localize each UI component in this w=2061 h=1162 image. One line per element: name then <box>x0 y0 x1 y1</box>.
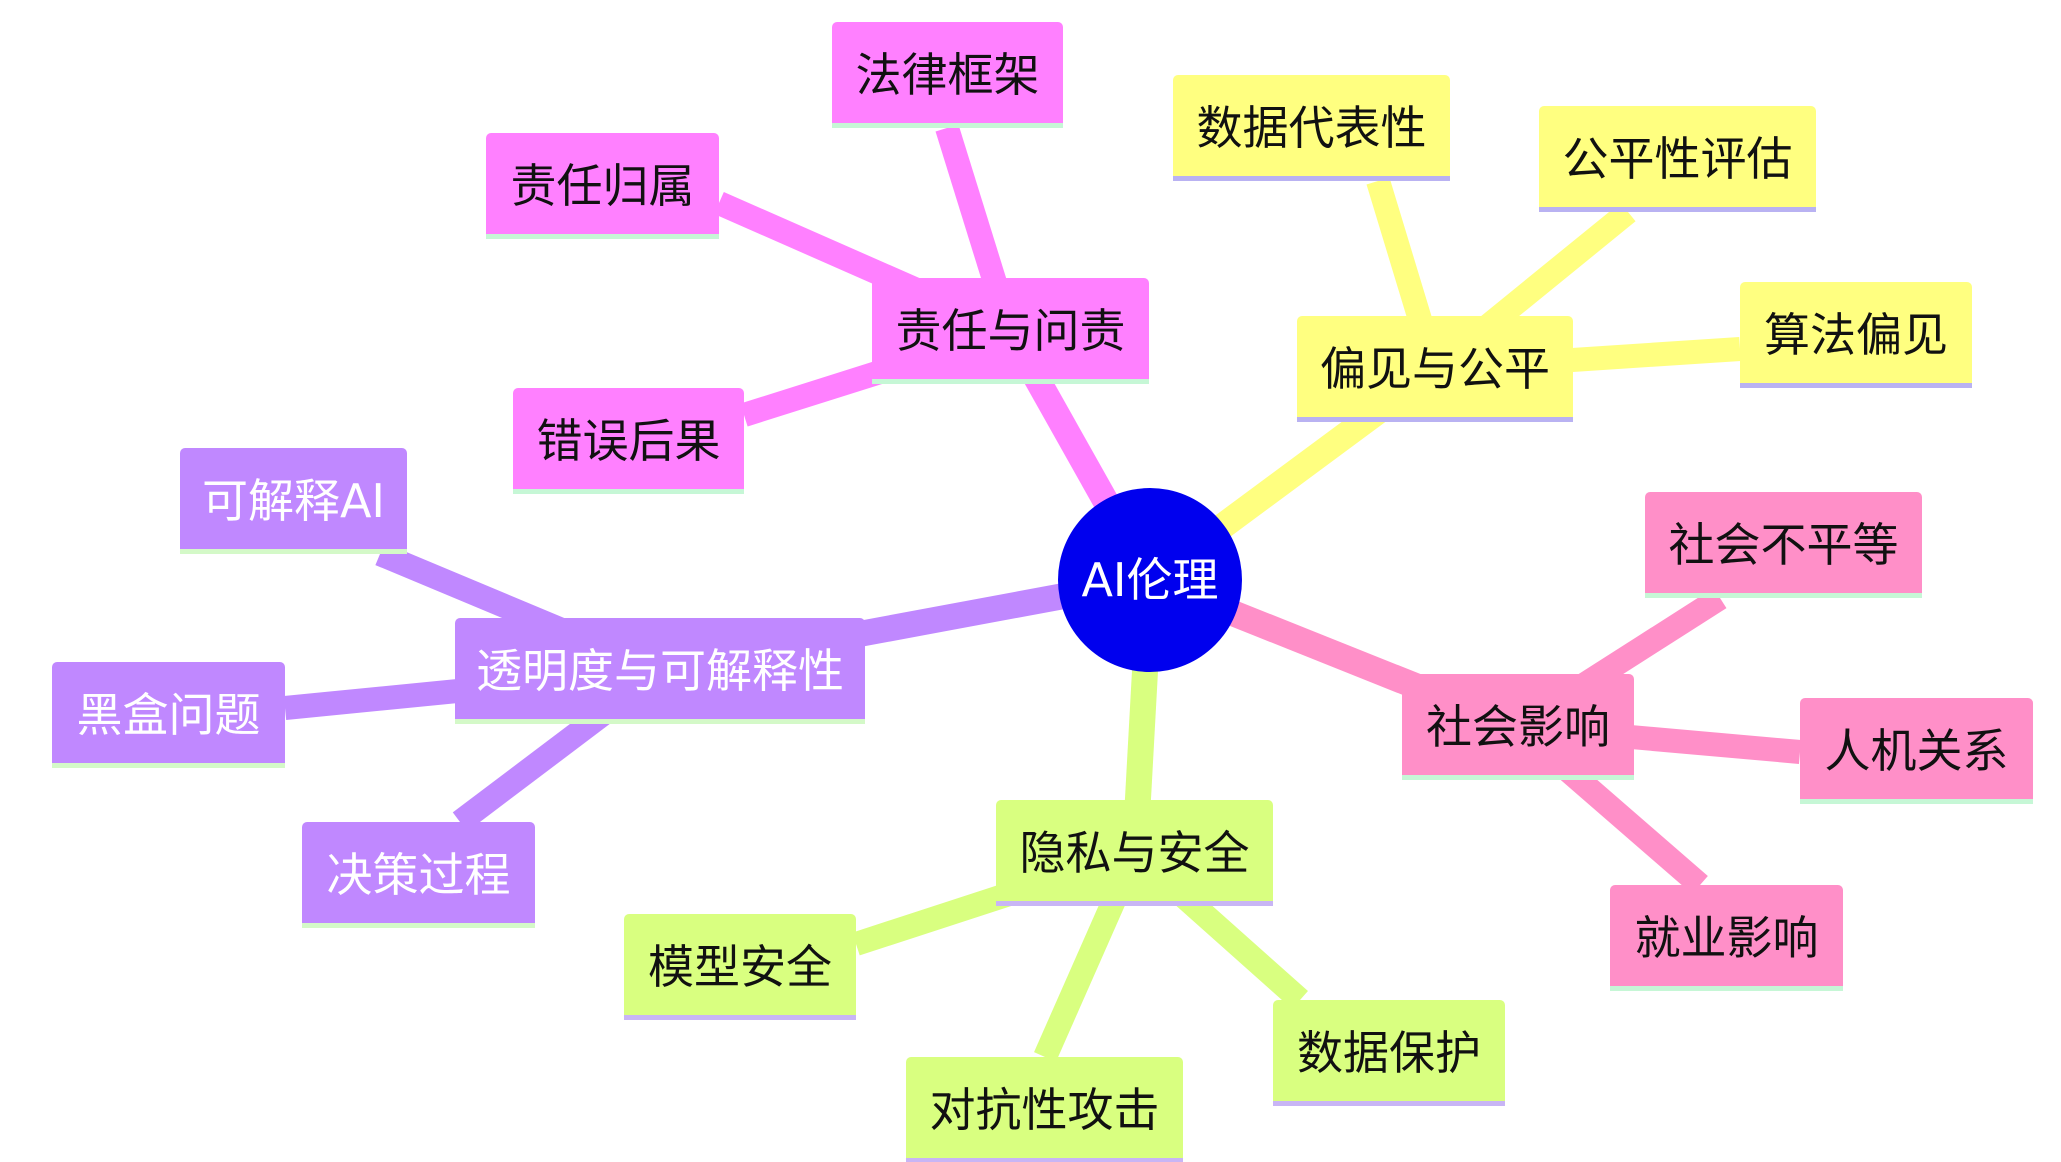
leaf-node-1-1-box <box>832 22 1063 128</box>
leaf-node-4-3-label: 数据保护 <box>1297 1026 1481 1080</box>
leaf-node-2-1-label: 数据代表性 <box>1197 101 1427 155</box>
root-label: AI伦理 <box>1081 553 1218 607</box>
leaf-node-3-1-box <box>1645 492 1922 598</box>
leaf-node-2-2-label: 公平性评估 <box>1563 132 1793 186</box>
leaf-node-1-3[interactable]: 错误后果 <box>513 388 744 494</box>
leaf-node-3-1-label: 社会不平等 <box>1669 518 1899 572</box>
leaf-node-5-2-underline <box>52 763 285 768</box>
leaf-node-1-2[interactable]: 责任归属 <box>486 133 719 239</box>
leaf-node-4-2-box <box>906 1057 1183 1162</box>
leaf-node-1-1-underline <box>832 123 1063 128</box>
leaf-node-4-1-box <box>624 914 856 1020</box>
leaf-node-4-3-box <box>1273 1000 1505 1106</box>
leaf-node-2-2[interactable]: 公平性评估 <box>1539 106 1816 212</box>
root-circle <box>1058 488 1242 672</box>
leaf-node-5-1-box <box>180 448 407 554</box>
leaf-node-2-1[interactable]: 数据代表性 <box>1173 75 1450 181</box>
leaf-node-4-3[interactable]: 数据保护 <box>1273 1000 1505 1106</box>
branch-node-2[interactable]: 偏见与公平 <box>1297 316 1573 422</box>
branch-node-1[interactable]: 责任与问责 <box>872 278 1149 384</box>
leaf-node-1-3-label: 错误后果 <box>537 414 721 468</box>
leaf-node-3-2-label: 人机关系 <box>1825 724 2009 778</box>
leaf-node-5-3-box <box>302 822 535 928</box>
branch-node-3[interactable]: 社会影响 <box>1402 674 1634 780</box>
leaf-node-2-1-box <box>1173 75 1450 181</box>
leaf-node-2-3-underline <box>1740 383 1972 388</box>
leaf-node-5-3-label: 决策过程 <box>327 848 511 902</box>
branch-node-4-box <box>996 800 1273 906</box>
leaf-node-2-2-underline <box>1539 207 1816 212</box>
leaf-node-2-1-underline <box>1173 176 1450 181</box>
branch-node-4-underline <box>996 901 1273 906</box>
root-node[interactable]: AI伦理 <box>1058 488 1242 672</box>
leaf-node-5-1-underline <box>180 549 407 554</box>
leaf-node-4-2-underline <box>906 1158 1183 1162</box>
leaf-node-2-3-box <box>1740 282 1972 388</box>
branch-node-5-underline <box>455 719 865 724</box>
branch-node-2-label: 偏见与公平 <box>1320 342 1550 396</box>
leaf-node-3-2-box <box>1800 698 2033 804</box>
leaf-node-4-1-label: 模型安全 <box>648 940 832 994</box>
leaf-node-1-1-label: 法律框架 <box>856 48 1040 102</box>
leaf-node-4-1[interactable]: 模型安全 <box>624 914 856 1020</box>
leaf-node-2-3-label: 算法偏见 <box>1764 308 1948 362</box>
leaf-node-5-2-label: 黑盒问题 <box>77 688 261 742</box>
branch-node-3-label: 社会影响 <box>1426 700 1610 754</box>
leaf-node-4-3-underline <box>1273 1101 1505 1106</box>
leaf-node-1-2-underline <box>486 234 719 239</box>
leaf-node-2-2-box <box>1539 106 1816 212</box>
leaf-node-4-2[interactable]: 对抗性攻击 <box>906 1057 1183 1162</box>
leaf-node-4-2-label: 对抗性攻击 <box>930 1083 1160 1137</box>
leaf-node-1-3-underline <box>513 489 744 494</box>
branch-node-1-underline <box>872 379 1149 384</box>
leaf-node-5-1-label: 可解释AI <box>202 474 385 528</box>
branch-node-5-box <box>455 618 865 724</box>
leaf-node-5-3[interactable]: 决策过程 <box>302 822 535 928</box>
leaf-node-3-3-box <box>1610 885 1843 991</box>
branch-node-4-label: 隐私与安全 <box>1020 826 1250 880</box>
leaf-node-3-3-underline <box>1610 986 1843 991</box>
leaf-node-5-3-underline <box>302 923 535 928</box>
leaf-node-5-1[interactable]: 可解释AI <box>180 448 407 554</box>
branch-node-3-box <box>1402 674 1634 780</box>
leaf-node-3-1-underline <box>1645 593 1922 598</box>
branch-node-2-box <box>1297 316 1573 422</box>
branch-node-5-label: 透明度与可解释性 <box>476 644 844 698</box>
leaf-node-4-1-underline <box>624 1015 856 1020</box>
leaf-node-3-3[interactable]: 就业影响 <box>1610 885 1843 991</box>
leaf-node-1-2-box <box>486 133 719 239</box>
leaf-node-5-2-box <box>52 662 285 768</box>
leaf-node-1-1[interactable]: 法律框架 <box>832 22 1063 128</box>
leaf-node-5-2[interactable]: 黑盒问题 <box>52 662 285 768</box>
leaf-node-3-1[interactable]: 社会不平等 <box>1645 492 1922 598</box>
branch-node-5[interactable]: 透明度与可解释性 <box>455 618 865 724</box>
branch-node-3-underline <box>1402 775 1634 780</box>
leaf-node-3-2[interactable]: 人机关系 <box>1800 698 2033 804</box>
leaf-node-3-2-underline <box>1800 799 2033 804</box>
leaf-node-3-3-label: 就业影响 <box>1635 911 1819 965</box>
leaf-node-1-2-label: 责任归属 <box>511 159 695 213</box>
leaf-node-1-3-box <box>513 388 744 494</box>
leaf-node-2-3[interactable]: 算法偏见 <box>1740 282 1972 388</box>
branch-node-2-underline <box>1297 417 1573 422</box>
branch-node-1-box <box>872 278 1149 384</box>
branch-node-1-label: 责任与问责 <box>896 304 1126 358</box>
branch-node-4[interactable]: 隐私与安全 <box>996 800 1273 906</box>
